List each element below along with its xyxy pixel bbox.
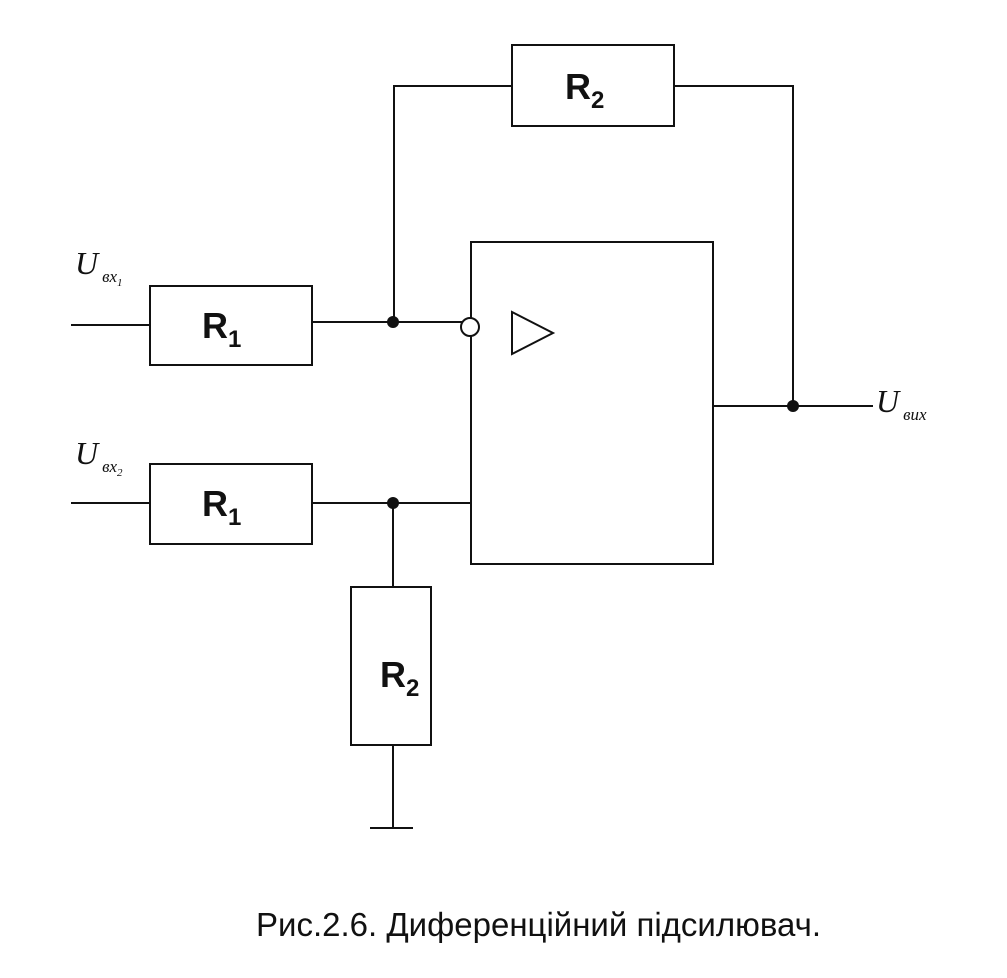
input-resistor-2-label: R1 (202, 483, 241, 531)
output-signal-main: U (876, 383, 901, 419)
junction-node-noninverting (387, 497, 399, 509)
input-2-signal-main: U (75, 435, 100, 471)
ground-resistor-index: 2 (406, 675, 419, 702)
feedback-resistor-label: R2 (565, 66, 604, 114)
input-resistor-1-label: R1 (202, 305, 241, 353)
ground-resistor-r2 (350, 586, 432, 746)
op-amp-block (470, 241, 714, 565)
input-1-signal-main: U (75, 245, 100, 281)
ground-resistor-letter: R (380, 654, 406, 695)
junction-node-output (787, 400, 799, 412)
input-resistor-2-index: 1 (228, 504, 241, 531)
input-resistor-2-letter: R (202, 483, 228, 524)
input-resistor-1-letter: R (202, 305, 228, 346)
input-resistor-r1-top (149, 285, 313, 366)
op-amp-triangle-icon (511, 310, 556, 356)
inverting-input-circle (460, 317, 480, 337)
input-2-signal-subsub: 2 (117, 467, 123, 479)
input-1-signal-sub: вх (102, 267, 117, 286)
figure-caption: Рис.2.6. Диференційний підсилювач. (256, 906, 822, 943)
feedback-resistor-letter: R (565, 66, 591, 107)
input-1-signal-subsub: 1 (117, 277, 123, 289)
feedback-resistor-index: 2 (591, 87, 604, 114)
junction-node-inverting (387, 316, 399, 328)
feedback-resistor-r2 (511, 44, 675, 127)
feedback-wire (393, 85, 794, 407)
output-signal-sub: вих (903, 405, 927, 424)
input-2-signal-sub: вх (102, 457, 117, 476)
ground-resistor-label: R2 (380, 654, 419, 702)
input-resistor-r1-bottom (149, 463, 313, 545)
input-resistor-1-index: 1 (228, 326, 241, 353)
